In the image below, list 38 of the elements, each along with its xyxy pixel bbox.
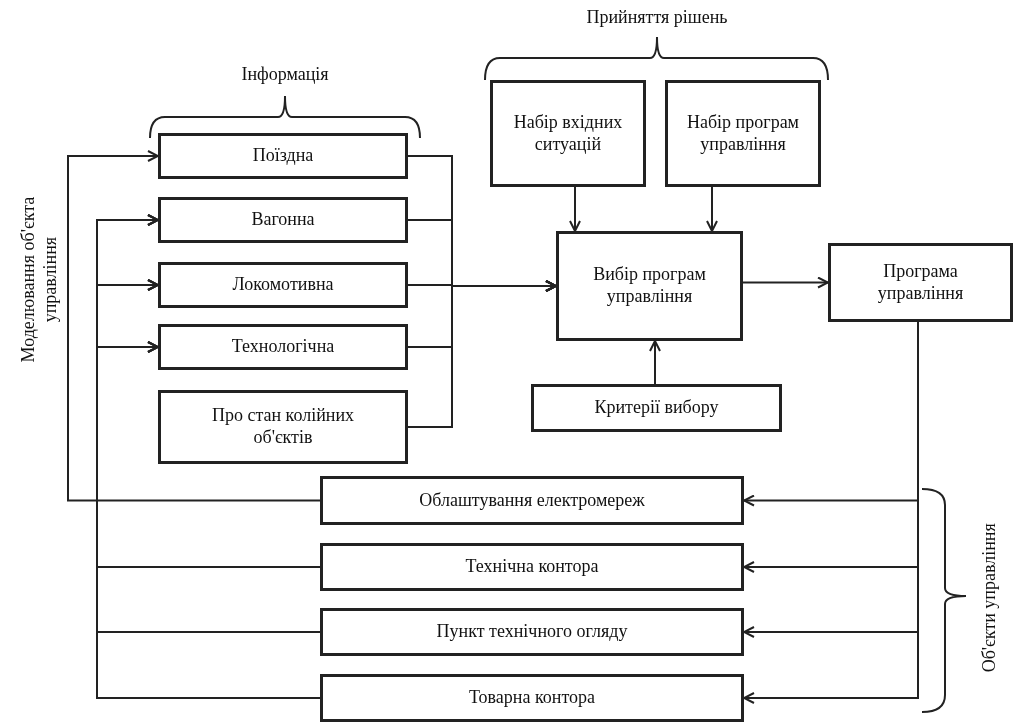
group-label: Інформація (240, 64, 330, 86)
box-label: Набір програм управління (685, 111, 800, 156)
box-label: Набір вхідних ситуацій (512, 111, 624, 156)
box-label: Технічна контора (464, 556, 600, 578)
process-box (490, 80, 646, 187)
arrow (649, 340, 661, 385)
box-label: Локомотивна (231, 274, 335, 296)
box-label: Товарна контора (467, 687, 597, 709)
process-box (158, 390, 408, 464)
process-box (158, 133, 408, 179)
arrow (742, 276, 829, 289)
box-label: Поїздна (251, 145, 315, 167)
box-label: Критерії вибору (593, 397, 720, 419)
process-box (158, 324, 408, 370)
side-label: Моделювання об'єкта управління (18, 195, 61, 365)
group-label: Прийняття рішень (585, 7, 729, 29)
side-label: Об'єкти управління (979, 522, 1001, 675)
process-box (665, 80, 821, 187)
arrow (407, 280, 557, 428)
arrow (67, 150, 321, 502)
process-box (828, 243, 1013, 322)
arrow (706, 186, 718, 232)
process-box (320, 674, 744, 722)
box-label: Пункт технічного огляду (435, 621, 629, 643)
box-label: Програма управління (876, 260, 965, 305)
box-label: Технологічна (230, 336, 336, 358)
process-box (158, 262, 408, 308)
arrow (569, 186, 581, 232)
process-box (320, 543, 744, 591)
process-box (320, 608, 744, 656)
process-box (320, 476, 744, 525)
process-box (556, 231, 743, 341)
process-box (531, 384, 782, 432)
process-box (158, 197, 408, 243)
box-label: Вагонна (250, 209, 316, 231)
box-label: Вибір програм управління (592, 264, 707, 308)
box-label: Облаштування електромереж (418, 489, 646, 512)
box-label: Про стан колійних об'єктів (210, 405, 356, 449)
